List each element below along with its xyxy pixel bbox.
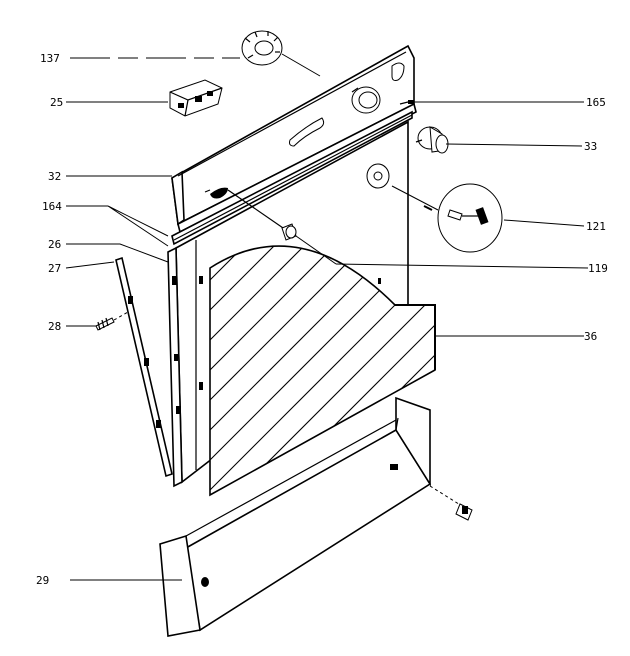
label-32: 32 [48,170,61,183]
part-33-knob [415,126,449,154]
label-26: 26 [48,238,61,251]
part-164-gasket-strip [171,110,413,246]
label-165: 165 [586,96,606,109]
label-121: 121 [586,220,606,233]
part-121-detail-bubble [391,183,503,253]
label-33: 33 [584,140,597,153]
part-165-screw [399,100,414,105]
label-28: 28 [48,320,61,333]
label-27: 27 [48,262,61,275]
part-labels: 137 25 165 33 32 164 121 26 119 27 28 36… [36,52,608,587]
leader-lines [65,53,589,581]
label-119: 119 [588,262,608,275]
part-137-knob-disc [241,30,283,66]
label-164: 164 [42,200,62,213]
part-25-switch [169,79,223,117]
label-25: 25 [50,96,63,109]
label-29: 29 [36,574,49,587]
label-36: 36 [584,330,597,343]
part-28-screw [95,311,129,331]
part-29-kickplate [159,396,432,637]
part-kickplate-screw [429,485,473,521]
label-137: 137 [40,52,60,65]
part-27-rod [115,256,173,478]
panel-knob-hole [351,86,381,114]
